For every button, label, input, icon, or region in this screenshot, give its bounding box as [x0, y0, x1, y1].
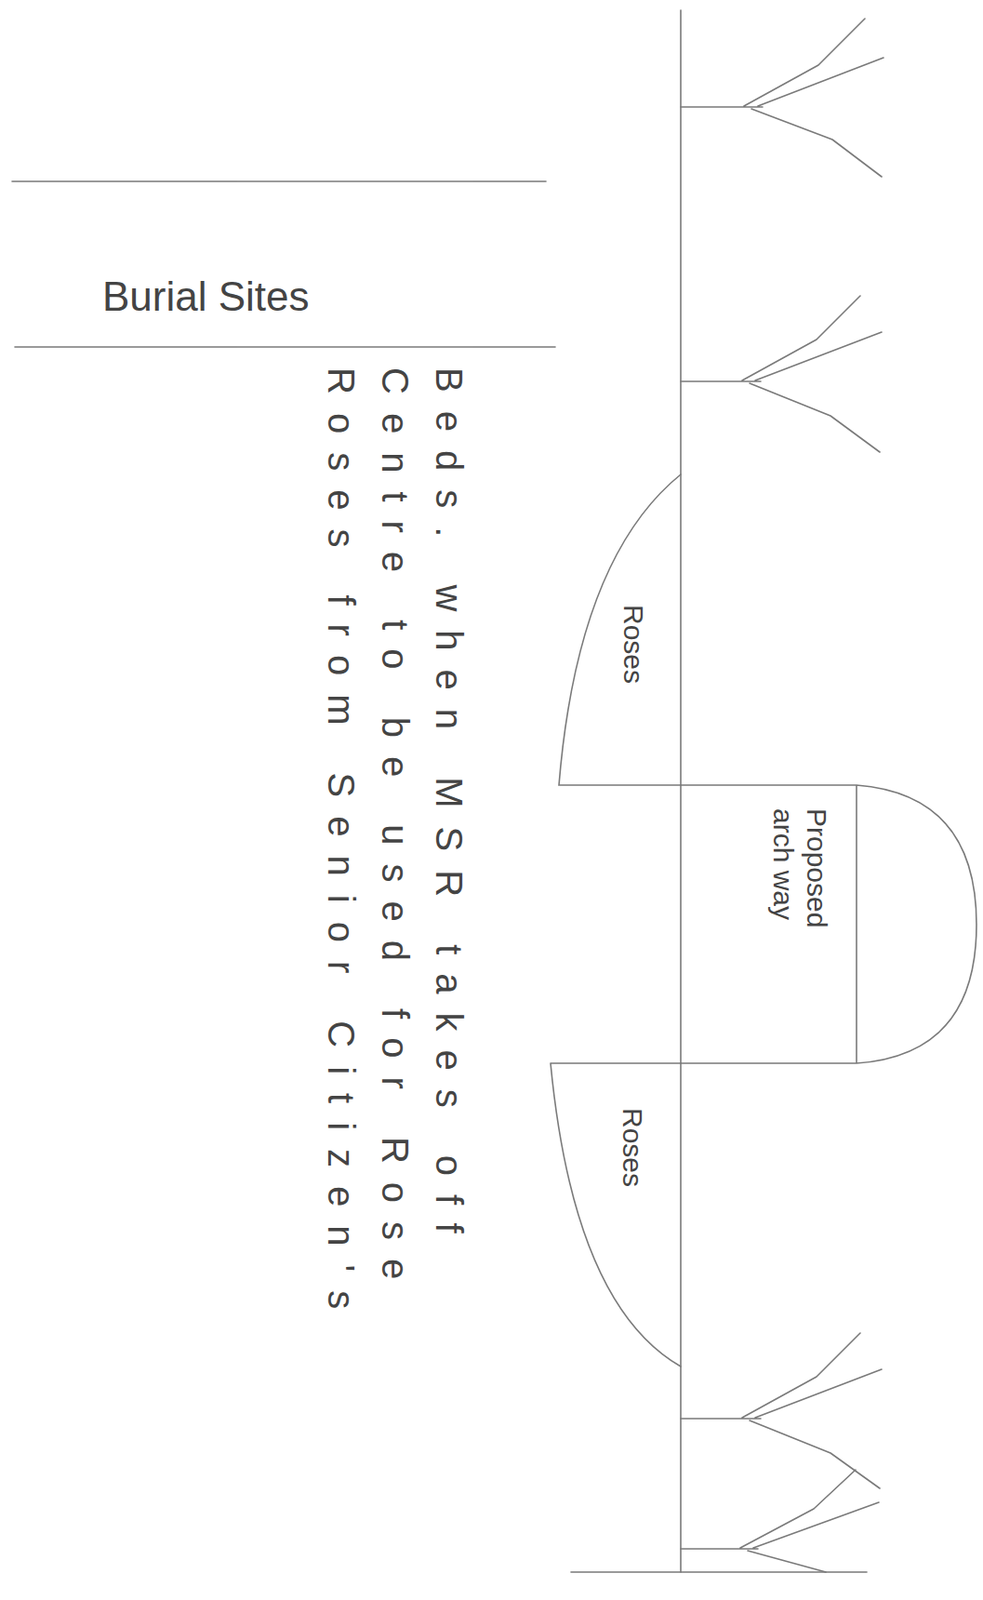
tree-symbol [680, 1469, 879, 1572]
bed-outline [550, 1062, 681, 1367]
outline-path [680, 784, 977, 1063]
tree-symbol [680, 295, 882, 452]
area-label: Burial Sites [102, 272, 310, 321]
rose-bed: Roses [558, 474, 681, 785]
node-text: Roses [615, 1107, 650, 1187]
outline-path [550, 1062, 681, 1367]
outline-path [558, 474, 681, 785]
tree-symbol [680, 18, 884, 177]
note-text: Roses from Senior Citizen's Centre to be… [314, 367, 477, 1512]
rose-bed: Roses [550, 1062, 681, 1367]
node-text: Roses [616, 604, 651, 684]
boundary-line [679, 10, 682, 1572]
node-text: Proposed arch way [766, 808, 834, 971]
band-line [12, 180, 546, 183]
tree-symbol [680, 1332, 882, 1488]
band-line [14, 345, 556, 348]
arch-way: Proposed arch way [680, 784, 977, 1063]
